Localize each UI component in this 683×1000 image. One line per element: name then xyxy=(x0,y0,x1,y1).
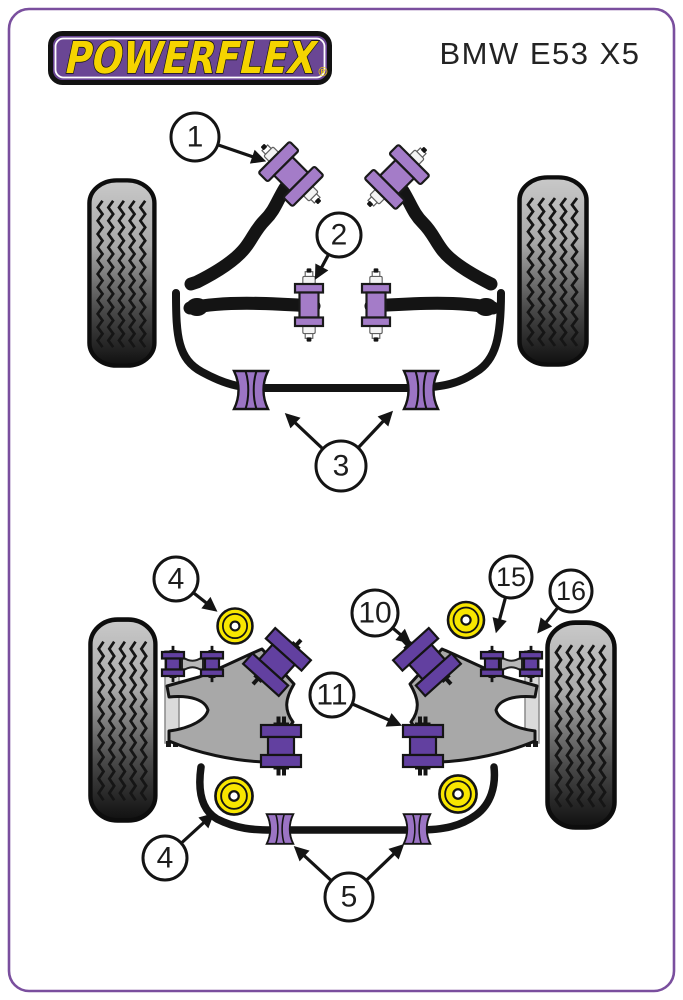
callout-4-bottom: 4 xyxy=(141,813,215,882)
tire-rear-left xyxy=(90,620,155,821)
yellow-bush-upper-left xyxy=(216,607,254,645)
front-drop-link-right xyxy=(396,184,498,291)
callout-circle xyxy=(548,568,594,614)
front-track-rod-right xyxy=(364,296,500,315)
callout-1: 1 xyxy=(169,111,267,164)
front-drop-link-left xyxy=(184,181,292,291)
rear-arb-bush-left xyxy=(265,813,295,845)
callout-10: 10 xyxy=(350,588,412,644)
rear-anti-roll-bar xyxy=(196,763,499,834)
callout-5: 5 xyxy=(293,843,405,923)
front-arb-bush-right xyxy=(402,369,440,411)
callout-15: 15 xyxy=(488,554,534,634)
callout-circle xyxy=(152,555,200,603)
callout-4-top: 4 xyxy=(152,555,218,612)
front-arb-bush-left xyxy=(232,369,270,411)
callout-label: 5 xyxy=(341,881,358,914)
callout-circle xyxy=(488,554,534,600)
callout-16: 16 xyxy=(537,568,594,634)
callout-circle xyxy=(314,439,368,493)
callout-circle xyxy=(350,588,400,638)
front-anti-roll-bar xyxy=(172,289,505,392)
rear-suspension-diagram: 4 10 15 16 11 4 xyxy=(90,554,615,923)
rear-arb-bush-right xyxy=(402,813,432,845)
logo-inner-line xyxy=(54,37,326,79)
logo-background xyxy=(48,31,332,85)
callout-label: 4 xyxy=(157,842,174,875)
logo-registered-mark: ® xyxy=(317,65,329,79)
logo-text: POWERFLEX xyxy=(61,33,322,83)
callout-label: 2 xyxy=(331,219,348,252)
callout-circle xyxy=(315,211,363,259)
powerflex-logo: POWERFLEX ® xyxy=(48,31,332,85)
callout-label: 15 xyxy=(496,562,526,592)
tire-front-right xyxy=(520,177,587,364)
callout-11: 11 xyxy=(308,671,403,727)
front-suspension-diagram: 1 2 3 xyxy=(89,111,587,493)
callout-3: 3 xyxy=(284,410,394,493)
callout-circle xyxy=(308,671,356,719)
callout-circle xyxy=(169,111,221,163)
front-track-rod-left xyxy=(183,296,321,315)
callout-2: 2 xyxy=(314,211,363,280)
callout-circle xyxy=(323,871,375,923)
callout-label: 3 xyxy=(333,450,350,483)
callout-label: 4 xyxy=(168,563,185,596)
tire-front-left xyxy=(89,180,154,365)
callout-label: 1 xyxy=(187,121,204,154)
callout-label: 16 xyxy=(556,576,586,606)
yellow-bush-lower-left xyxy=(214,776,254,816)
yellow-bush-lower-right xyxy=(438,774,478,814)
callout-label: 11 xyxy=(316,679,347,712)
yellow-bush-upper-right xyxy=(446,600,486,640)
tire-rear-right xyxy=(548,623,615,828)
callout-label: 10 xyxy=(358,597,391,630)
callout-circle xyxy=(141,834,189,882)
page-border xyxy=(7,7,676,993)
page-title: BMW E53 X5 xyxy=(439,36,640,71)
